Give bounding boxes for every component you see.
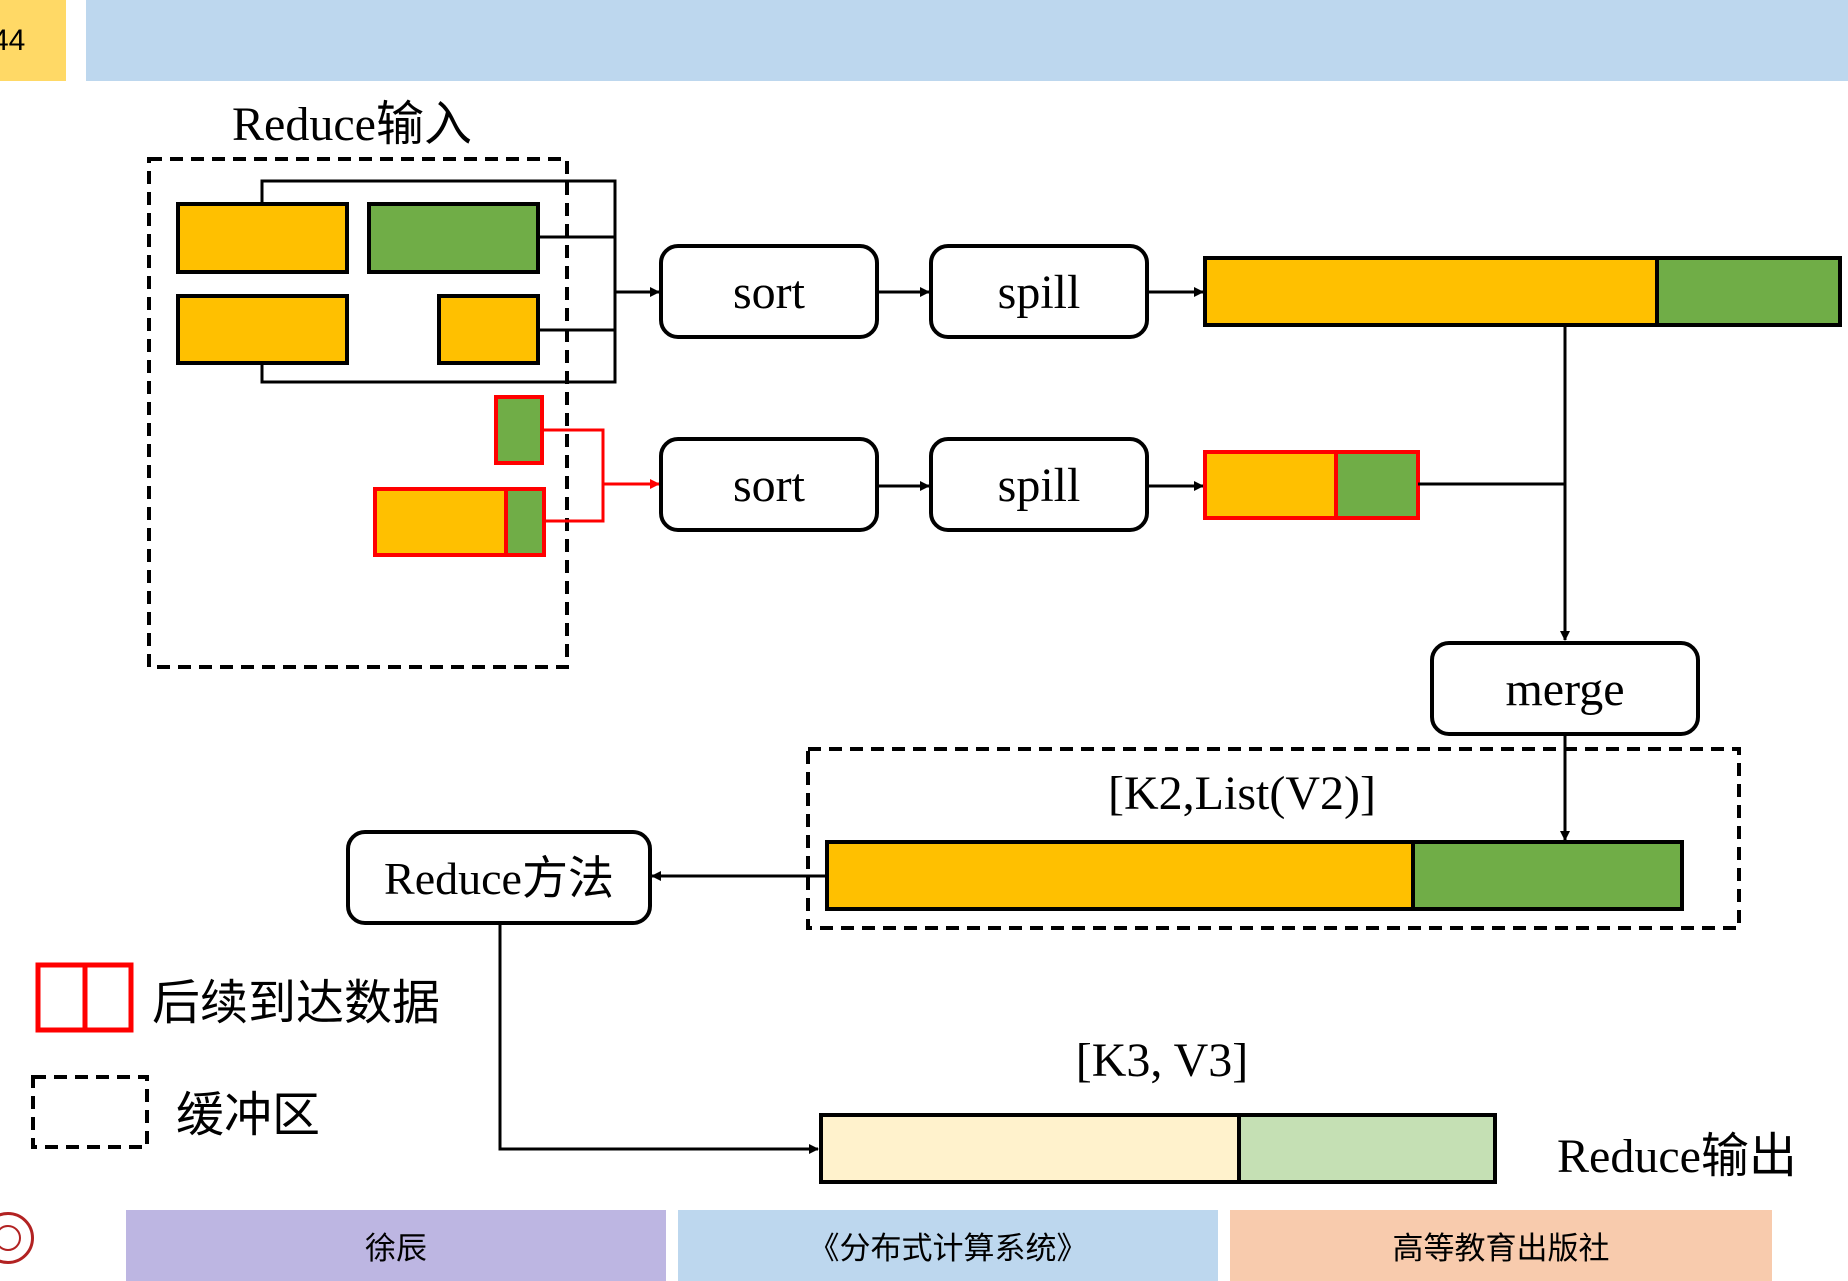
red-bracket-connector — [542, 428, 605, 523]
later-orange-block — [373, 487, 508, 557]
spill-file-1-orange — [1203, 256, 1659, 327]
buffered-green-block — [367, 202, 540, 274]
k3-v3-label: [K3, V3] — [1076, 1034, 1248, 1087]
k2-list-v2-label: [K2,List(V2)] — [1108, 767, 1376, 820]
spill-file-2-orange — [1203, 450, 1338, 520]
sort-label-1: sort — [733, 266, 806, 319]
footer-book-title: 《分布式计算系统》 — [678, 1210, 1218, 1281]
output-light-orange-block — [819, 1113, 1241, 1184]
reduce-output-label: Reduce输出 — [1557, 1130, 1797, 1183]
spill-file-2-green — [1334, 450, 1420, 520]
merge-label: merge — [1505, 663, 1624, 716]
k2-buffer — [806, 747, 1741, 930]
legend-later-data-swatch-left — [35, 962, 88, 1033]
sort-label-2: sort — [733, 459, 806, 512]
legend: 后续到达数据 缓冲区 — [31, 962, 440, 1149]
legend-later-data-swatch-right — [82, 962, 134, 1033]
footer-publisher: 高等教育出版社 — [1230, 1210, 1772, 1281]
buffered-orange-block-2 — [176, 294, 349, 365]
spill-label-1: spill — [998, 266, 1081, 319]
legend-later-data-label: 后续到达数据 — [152, 977, 440, 1030]
reduce-method-label: Reduce方法 — [384, 853, 614, 904]
legend-buffer-label: 缓冲区 — [176, 1089, 320, 1142]
reduce-input-label: Reduce输入 — [232, 98, 472, 151]
line-reduce-method-to-output — [498, 923, 819, 1154]
title-bar — [86, 0, 1848, 81]
legend-buffer-swatch — [31, 1075, 149, 1149]
later-green-block — [494, 395, 544, 465]
k2-orange-block — [825, 840, 1415, 911]
k2-green-block — [1411, 840, 1684, 911]
input-buffer — [147, 157, 569, 669]
spill-file-1-green — [1655, 256, 1842, 327]
output-light-green-block — [1237, 1113, 1497, 1184]
buffered-orange-block-3 — [437, 294, 540, 365]
slide-number-badge: 44 — [0, 0, 66, 81]
spill-label-2: spill — [998, 459, 1081, 512]
footer-author: 徐辰 — [126, 1210, 666, 1281]
later-green-block-2 — [504, 487, 546, 557]
input-bracket-connector — [260, 179, 617, 384]
buffered-orange-block-1 — [176, 202, 349, 274]
slide-number: 44 — [0, 23, 26, 57]
